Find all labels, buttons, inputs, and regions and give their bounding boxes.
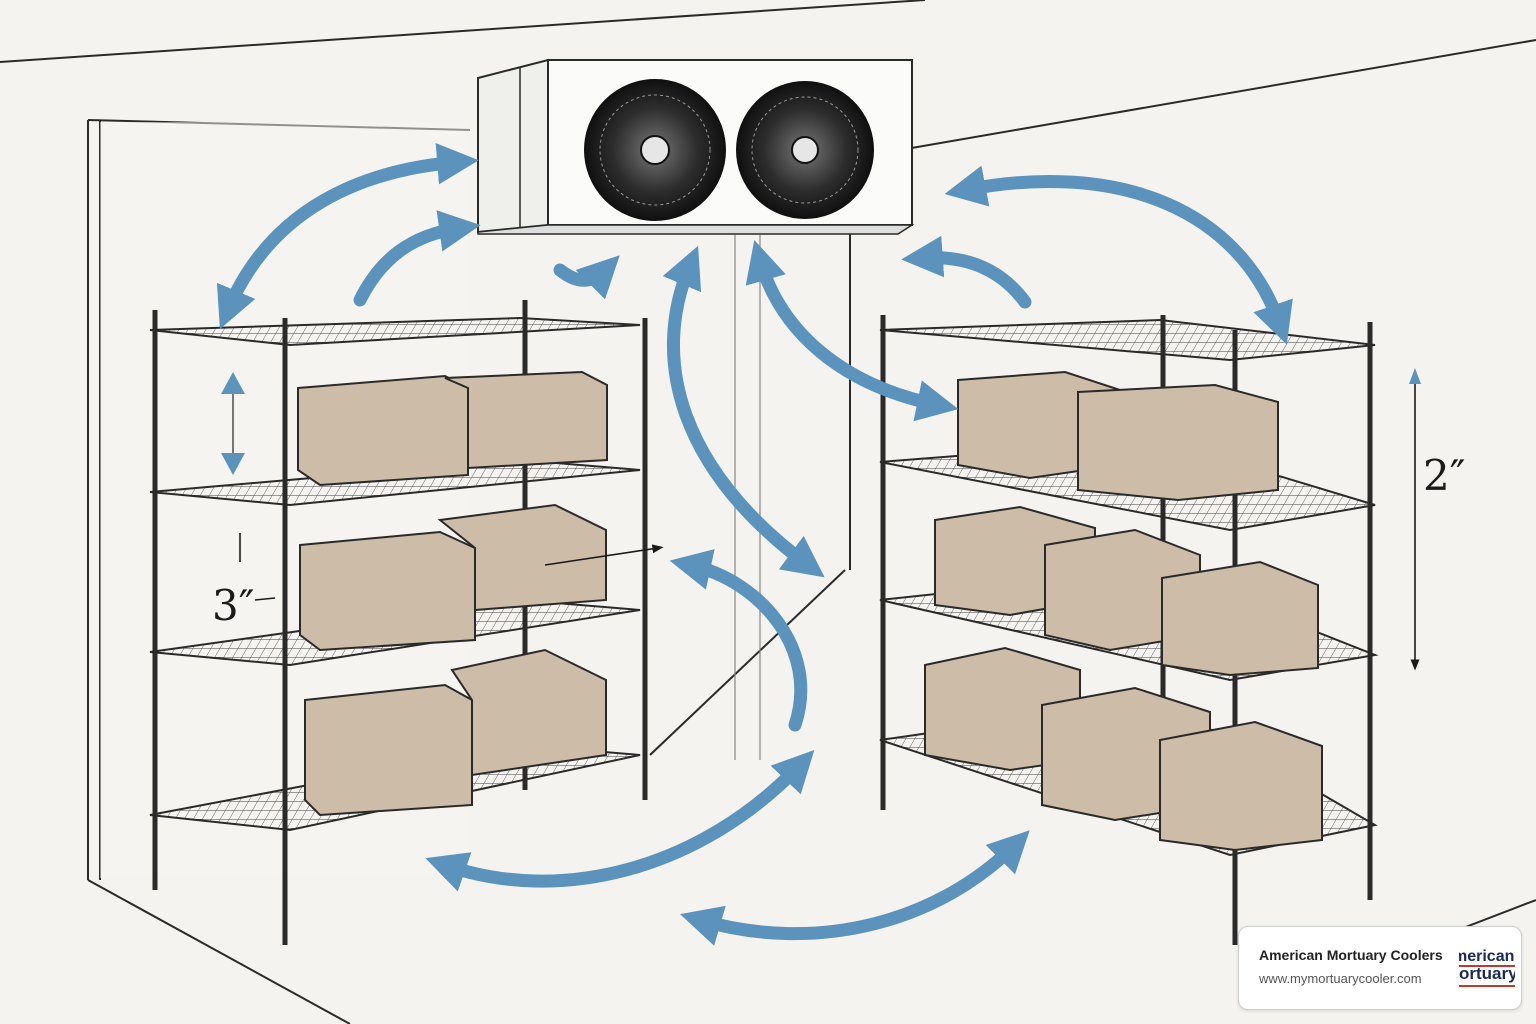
left-gap-label: 3″ — [212, 581, 254, 630]
svg-text:merican: merican — [1459, 948, 1514, 965]
brand-logo: merican ortuary — [1459, 941, 1515, 997]
fan-icon — [736, 81, 874, 219]
right-shelving-unit — [879, 315, 1379, 945]
dimension-markers — [221, 368, 1421, 671]
brand-name: American Mortuary Coolers — [1259, 947, 1443, 963]
brand-url: www.mymortuarycooler.com — [1259, 971, 1422, 986]
evaporator-unit — [477, 58, 915, 235]
left-shelving-unit — [149, 300, 648, 945]
right-gap-label: 2″ — [1423, 451, 1465, 500]
airflow-arrow-icon — [216, 142, 1293, 946]
svg-text:ortuary: ortuary — [1459, 964, 1515, 983]
box — [924, 370, 1323, 852]
box — [297, 370, 608, 817]
fan-icon — [584, 79, 726, 221]
brand-card: American Mortuary Coolers www.mymortuary… — [1238, 926, 1522, 1010]
